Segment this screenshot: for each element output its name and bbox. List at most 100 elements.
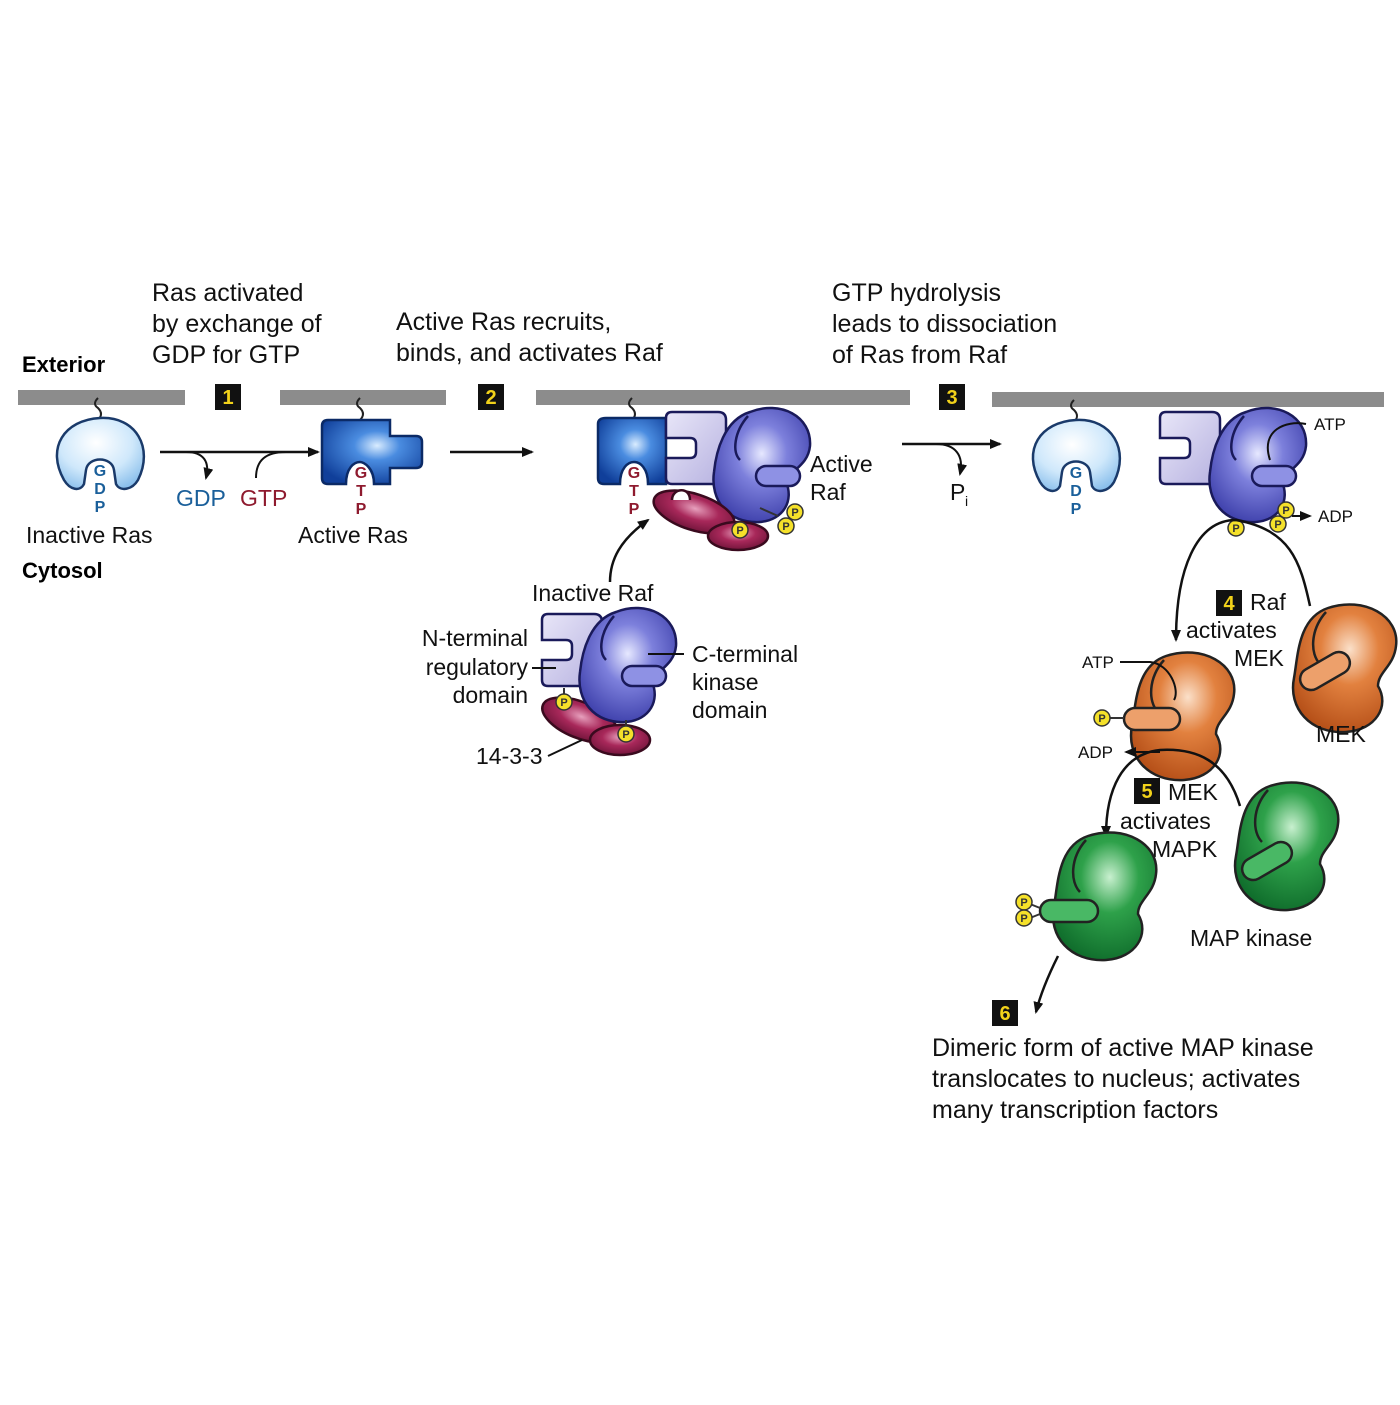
svg-text:Dimeric form of active MAP kin: Dimeric form of active MAP kinase xyxy=(932,1034,1314,1062)
mek-atp-label: ATP xyxy=(1082,653,1114,672)
svg-text:P: P xyxy=(1020,897,1027,909)
svg-text:Active Ras recruits,: Active Ras recruits, xyxy=(396,308,611,336)
svg-text:MEK: MEK xyxy=(1168,779,1219,805)
step-4-caption: 4 Raf activates MEK xyxy=(1186,589,1286,671)
step-2-badge: 2 xyxy=(478,384,504,410)
mek-inactive xyxy=(1291,603,1398,734)
svg-text:P: P xyxy=(1232,523,1239,535)
svg-text:GTP hydrolysis: GTP hydrolysis xyxy=(832,279,1001,307)
svg-text:i: i xyxy=(965,493,968,509)
svg-text:P: P xyxy=(791,507,798,519)
phosphate-group: P P P xyxy=(731,503,804,539)
svg-text:domain: domain xyxy=(453,682,528,708)
svg-text:G: G xyxy=(355,465,367,482)
active-raf-label-line2: Raf xyxy=(810,479,846,505)
inactive-raf-protein: P P xyxy=(540,606,678,757)
exterior-label: Exterior xyxy=(22,352,106,377)
gtp-hydrolysis-arrow xyxy=(902,439,1002,476)
svg-text:P: P xyxy=(1020,913,1027,925)
svg-text:regulatory: regulatory xyxy=(426,654,529,680)
step-5-arrows xyxy=(1101,748,1242,838)
raf-atp-adp: ATP ADP xyxy=(1266,415,1353,526)
recruitment-arrow xyxy=(608,518,650,583)
svg-text:Ras activated: Ras activated xyxy=(152,279,303,307)
mek-label: MEK xyxy=(1316,721,1367,747)
cytosol-label: Cytosol xyxy=(22,558,103,583)
svg-text:P: P xyxy=(1282,505,1289,517)
step-4-arrows xyxy=(1171,518,1312,642)
svg-text:4: 4 xyxy=(1223,593,1235,615)
svg-text:3: 3 xyxy=(946,387,957,409)
svg-text:P: P xyxy=(1098,713,1105,725)
14-3-3-label: 14-3-3 xyxy=(476,739,583,769)
svg-text:D: D xyxy=(1070,483,1082,500)
svg-text:ADP: ADP xyxy=(1318,507,1353,526)
n-terminal-domain-label: N-terminal regulatory domain xyxy=(422,625,556,708)
svg-text:T: T xyxy=(629,483,639,500)
svg-text:MEK: MEK xyxy=(1234,645,1285,671)
active-ras-label: Active Ras xyxy=(298,522,408,548)
step-1-caption: Ras activated by exchange of GDP for GTP xyxy=(152,279,322,369)
svg-text:MAPK: MAPK xyxy=(1152,836,1218,862)
active-raf-label-line1: Active xyxy=(810,451,873,477)
svg-text:many transcription factors: many transcription factors xyxy=(932,1096,1218,1124)
svg-text:D: D xyxy=(94,481,106,498)
svg-text:by exchange of: by exchange of xyxy=(152,310,322,338)
step-6-caption: Dimeric form of active MAP kinase transl… xyxy=(932,1034,1314,1124)
gdp-gtp-exchange-arrow xyxy=(160,447,320,480)
svg-text:activates: activates xyxy=(1120,808,1211,834)
svg-text:P: P xyxy=(560,697,567,709)
svg-text:activates: activates xyxy=(1186,617,1277,643)
svg-text:P: P xyxy=(736,525,743,537)
svg-text:P: P xyxy=(356,501,367,518)
svg-text:P: P xyxy=(950,479,965,505)
pi-label: P i xyxy=(950,479,968,509)
mapk-inactive xyxy=(1233,781,1340,912)
svg-text:ATP: ATP xyxy=(1314,415,1346,434)
mek-active: P xyxy=(1093,651,1236,782)
svg-text:P: P xyxy=(622,729,629,741)
svg-text:Raf: Raf xyxy=(1250,589,1286,615)
active-raf-right: P P P xyxy=(1158,406,1308,537)
svg-text:GDP for GTP: GDP for GTP xyxy=(152,341,300,369)
step-3-badge: 3 xyxy=(939,384,965,410)
svg-text:P: P xyxy=(1274,519,1281,531)
svg-text:P: P xyxy=(1071,501,1082,518)
step-2-caption: Active Ras recruits, binds, and activate… xyxy=(396,308,663,367)
svg-text:G: G xyxy=(94,463,106,480)
step-6-arrow xyxy=(1033,955,1060,1014)
step-1-badge: 1 xyxy=(215,384,241,410)
svg-text:T: T xyxy=(356,483,366,500)
step-6-badge: 6 xyxy=(992,1000,1018,1026)
svg-text:translocates to nucleus; activ: translocates to nucleus; activates xyxy=(932,1065,1300,1093)
map-kinase-label: MAP kinase xyxy=(1190,925,1312,951)
svg-text:6: 6 xyxy=(999,1003,1010,1025)
svg-text:domain: domain xyxy=(692,697,767,723)
svg-text:binds, and activates Raf: binds, and activates Raf xyxy=(396,339,663,367)
inactive-raf-label: Inactive Raf xyxy=(532,580,654,606)
svg-text:ADP: ADP xyxy=(1078,743,1113,762)
gtp-label: GTP xyxy=(240,485,287,511)
svg-text:P: P xyxy=(782,521,789,533)
svg-text:leads to dissociation: leads to dissociation xyxy=(832,310,1057,338)
c-terminal-domain-label: C-terminal kinase domain xyxy=(648,641,798,723)
gdp-label: GDP xyxy=(176,485,226,511)
svg-text:G: G xyxy=(1070,465,1082,482)
svg-text:P: P xyxy=(95,499,106,516)
svg-text:14-3-3: 14-3-3 xyxy=(476,743,542,769)
svg-text:of Ras from Raf: of Ras from Raf xyxy=(832,341,1007,369)
svg-text:kinase: kinase xyxy=(692,669,758,695)
step-3-caption: GTP hydrolysis leads to dissociation of … xyxy=(832,279,1057,369)
svg-text:2: 2 xyxy=(485,387,496,409)
svg-text:P: P xyxy=(629,501,640,518)
svg-text:1: 1 xyxy=(222,387,233,409)
mapk-active: P P xyxy=(1015,831,1158,962)
svg-text:N-terminal: N-terminal xyxy=(422,625,528,651)
svg-text:5: 5 xyxy=(1141,781,1152,803)
step-5-caption: 5 MEK activates MAPK xyxy=(1120,778,1219,862)
svg-text:C-terminal: C-terminal xyxy=(692,641,798,667)
inactive-ras-label: Inactive Ras xyxy=(26,522,153,548)
inactive-ras-protein: G D P xyxy=(55,397,146,516)
active-ras-protein: G T P xyxy=(320,397,424,518)
